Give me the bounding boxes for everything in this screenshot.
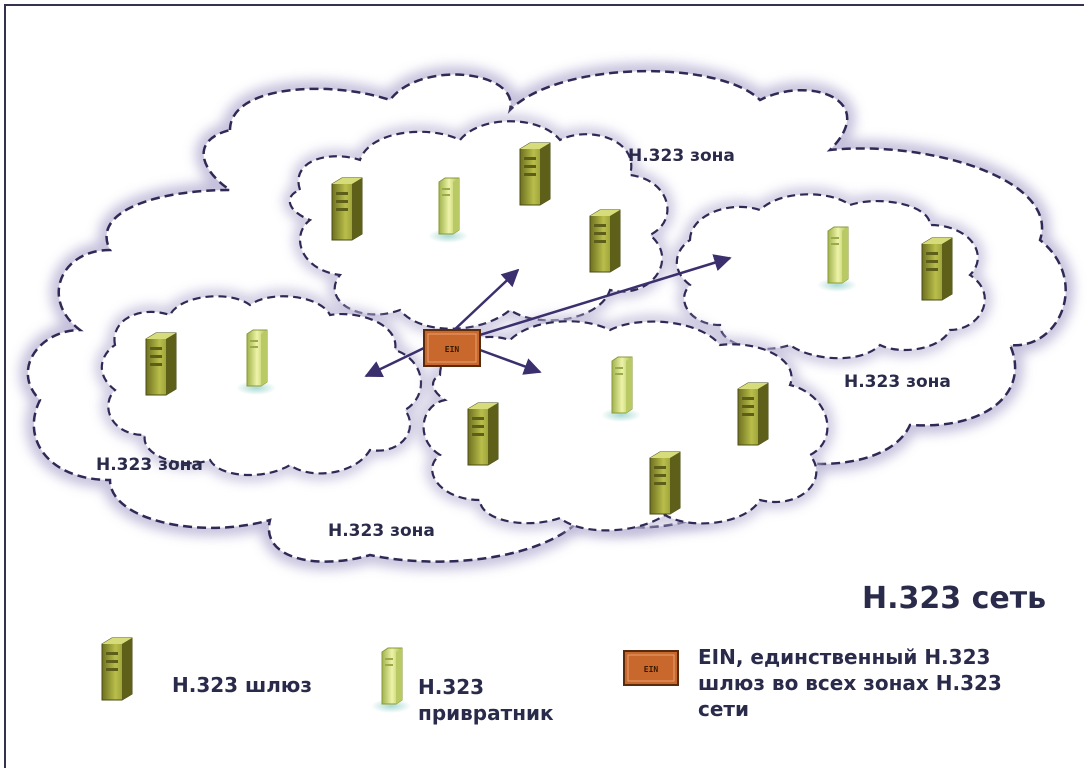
gateway-icon — [519, 142, 551, 206]
zone-label-right: H.323 зона — [844, 372, 951, 392]
legend-gatekeeper-icon — [370, 647, 412, 714]
arrow-to-left-zone — [364, 346, 425, 378]
legend-ein-line2: шлюз во всех зонах H.323 — [698, 671, 1002, 695]
legend-gatekeeper-label: H.323 привратник — [418, 674, 554, 726]
legend-ein-icon-label: EIN — [644, 665, 659, 674]
ein-node-label: EIN — [445, 345, 460, 354]
legend-gatekeeper-line1: H.323 — [418, 675, 485, 699]
frame-border — [4, 4, 1084, 768]
gateway-icon — [467, 402, 499, 466]
legend-ein-line1: EIN, единственный H.323 — [698, 645, 991, 669]
legend-gateway-label: H.323 шлюз — [172, 673, 312, 697]
gateway-icon — [921, 237, 953, 301]
gateway-icon — [737, 382, 769, 446]
legend-gateway-icon — [101, 637, 133, 701]
ein-connections — [364, 254, 732, 378]
gateway-icon — [589, 209, 621, 273]
zone-label-bottom: H.323 зона — [328, 521, 435, 541]
gateway-icon — [145, 332, 177, 396]
legend-ein-icon: EIN — [623, 650, 679, 686]
zone-label-top: H.323 зона — [628, 146, 735, 166]
legend-ein-line3: сети — [698, 697, 750, 721]
arrow-to-bottom-zone — [479, 348, 542, 375]
arrow-to-top-zone — [451, 268, 520, 333]
zone-cloud-top — [283, 115, 674, 335]
zone-label-left: H.323 зона — [96, 455, 203, 475]
ein-node: EIN — [423, 329, 481, 367]
gateway-icon — [649, 451, 681, 515]
gateway-icon — [331, 177, 363, 241]
network-label: H.323 сеть — [862, 581, 1047, 616]
legend-ein-label: EIN, единственный H.323 шлюз во всех зон… — [698, 644, 1002, 722]
arrow-to-right-zone — [469, 254, 732, 340]
legend-gatekeeper-line2: привратник — [418, 701, 554, 725]
